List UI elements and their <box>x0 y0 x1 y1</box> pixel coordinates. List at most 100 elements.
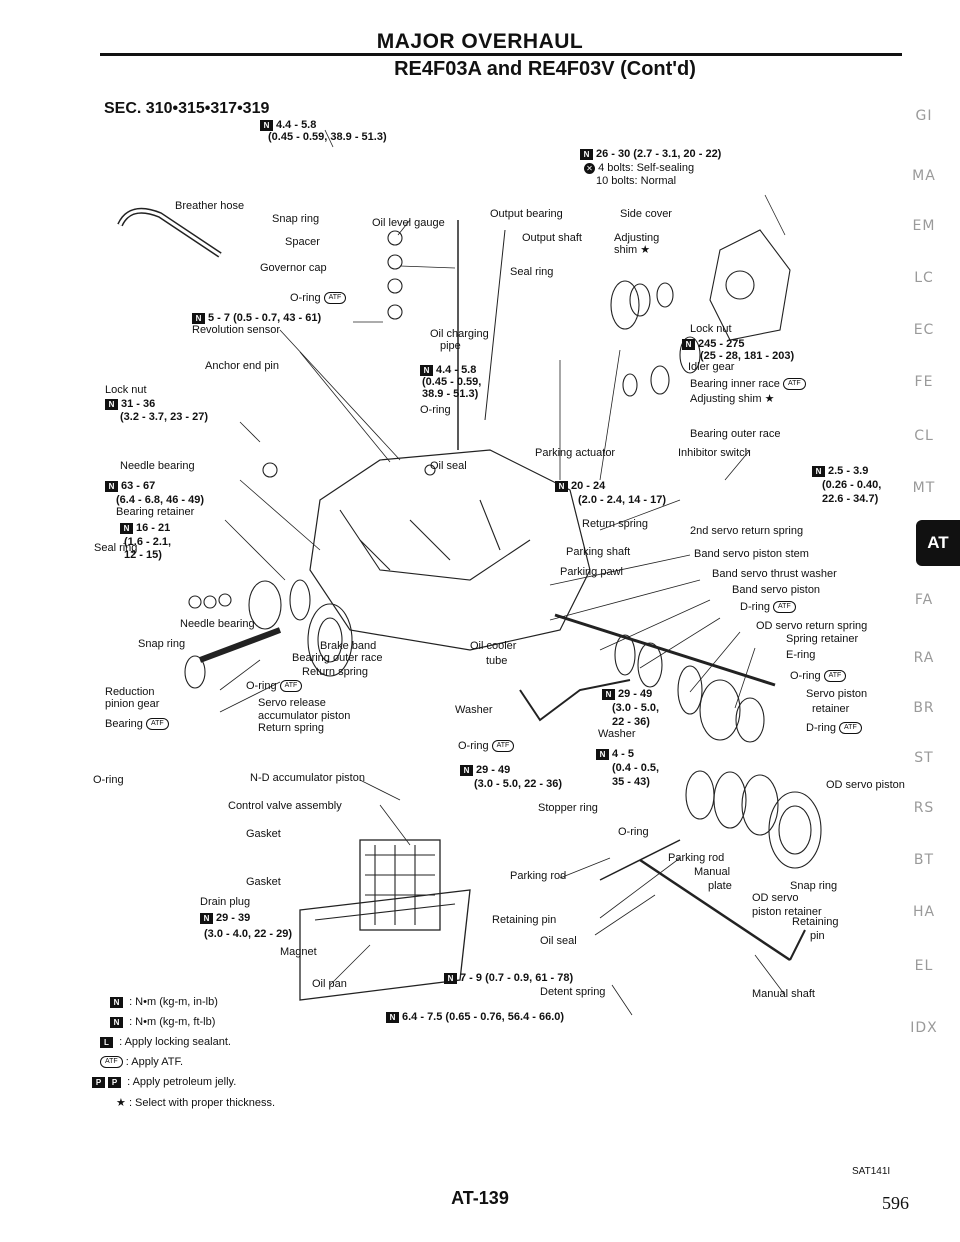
label-seal-ring-2: Seal ring <box>94 542 138 554</box>
torque-t4-detail: (3.2 - 3.7, 23 - 27) <box>120 411 209 423</box>
label-od-servo: OD servo <box>752 892 799 904</box>
label-output-shaft: Output shaft <box>522 232 582 244</box>
label-oil-seal: Oil seal <box>430 460 467 472</box>
torque-inlb-icon: N <box>110 996 123 1008</box>
tab-em[interactable]: EM <box>912 218 936 234</box>
label-od-servo-piston: OD servo piston <box>826 779 905 791</box>
label-od-servo-return-spring: OD servo return spring <box>756 620 868 632</box>
bolts-self-sealing: ✕ 4 bolts: Self-sealing <box>584 162 694 174</box>
page-number: 596 <box>882 1193 909 1213</box>
label-nd-accumulator-piston: N-D accumulator piston <box>250 772 365 784</box>
petroleum-jelly-icon: P <box>92 1076 105 1088</box>
locking-sealant-icon: L <box>100 1036 113 1048</box>
atf-icon: ATF <box>100 1056 123 1069</box>
label-oil-pan: Oil pan <box>312 978 347 990</box>
label-e-ring: E-ring <box>786 649 816 661</box>
torque-ftlb-icon: N <box>110 1016 123 1028</box>
label-band-servo-piston-stem: Band servo piston stem <box>694 548 809 560</box>
tab-rs[interactable]: RS <box>913 800 935 816</box>
tab-ma[interactable]: MA <box>912 168 936 184</box>
legend-locking-sealant: L : Apply locking sealant. <box>100 1036 231 1048</box>
label-retaining: Retaining <box>792 916 839 928</box>
tab-br[interactable]: BR <box>913 700 935 716</box>
label-snap-ring: Snap ring <box>272 213 320 225</box>
label-lock-nut: Lock nut <box>105 384 147 396</box>
label-magnet: Magnet <box>280 946 317 958</box>
tab-lc[interactable]: LC <box>914 270 934 286</box>
torque-ftlb-icon: N <box>460 764 473 776</box>
tab-ec[interactable]: EC <box>913 322 935 338</box>
label-reduction: Reduction <box>105 686 155 698</box>
label-oil-charging: Oil charging <box>430 328 489 340</box>
label-return-spring: Return spring <box>582 518 649 530</box>
label-output-bearing: Output bearing <box>490 208 563 220</box>
label-parking-pawl: Parking pawl <box>560 566 623 578</box>
label-retainer: retainer <box>812 703 850 715</box>
torque-ftlb-icon: N <box>580 148 593 160</box>
atf-icon: ATF <box>323 292 347 305</box>
label-retaining-pin: Retaining pin <box>492 914 557 926</box>
tab-fa[interactable]: FA <box>914 592 934 608</box>
torque-t1-detail: (0.45 - 0.59, 38.9 - 51.3) <box>268 131 387 143</box>
label-accumulator-piston: accumulator piston <box>258 710 351 722</box>
torque-t12-c: 35 - 43) <box>612 776 650 788</box>
label-bearing-outer-race: Bearing outer race <box>690 428 781 440</box>
page-title: MAJOR OVERHAUL <box>376 30 584 53</box>
label-revolution-sensor: Revolution sensor <box>192 324 281 336</box>
tab-st[interactable]: ST <box>914 750 934 766</box>
label-o-ring-7: O-ring <box>618 826 649 838</box>
header-rule <box>100 53 902 56</box>
tab-ha[interactable]: HA <box>912 904 936 920</box>
label-bearing-retainer: Bearing retainer <box>116 506 195 518</box>
label-seal-ring: Seal ring <box>510 266 554 278</box>
legend-inlb: N : N•m (kg-m, in-lb) <box>110 996 218 1008</box>
label-parking-rod: Parking rod <box>510 870 567 882</box>
tab-el[interactable]: EL <box>914 958 934 974</box>
label-adjusting-shim: Adjusting shim ★ <box>690 393 775 405</box>
label-anchor-end-pin: Anchor end pin <box>205 360 279 372</box>
label-servo-release: Servo release <box>258 697 326 709</box>
atf-icon: ATF <box>145 718 169 731</box>
tab-ra[interactable]: RA <box>913 650 935 666</box>
label-snap-ring-3: Snap ring <box>790 880 838 892</box>
torque-t11-c: 22 - 36) <box>612 716 650 728</box>
label-stopper-ring: Stopper ring <box>538 802 598 814</box>
atf-icon: ATF <box>773 601 796 614</box>
tab-cl[interactable]: CL <box>914 428 934 444</box>
torque-inlb-icon: N <box>812 465 825 477</box>
tab-mt[interactable]: MT <box>912 480 936 496</box>
torque-t6-b: (0.45 - 0.59, <box>422 376 482 388</box>
label-return-spring-2: Return spring <box>302 666 369 678</box>
label-parking-shaft: Parking shaft <box>566 546 631 558</box>
tab-idx[interactable]: IDX <box>910 1020 938 1036</box>
label-snap-ring-2: Snap ring <box>138 638 186 650</box>
atf-icon: ATF <box>823 670 847 683</box>
torque-t14-detail: (3.0 - 4.0, 22 - 29) <box>204 928 293 940</box>
torque-t5-detail: (25 - 28, 181 - 203) <box>700 350 795 362</box>
torque-ftlb-icon: N <box>120 522 133 534</box>
tab-fe[interactable]: FE <box>914 374 934 390</box>
tab-bt[interactable]: BT <box>913 852 935 868</box>
torque-t9-c: 22.6 - 34.7) <box>822 493 879 505</box>
tab-at[interactable]: AT <box>916 520 960 566</box>
label-washer-2: Washer <box>598 728 636 740</box>
label-bearing: Bearing ATF <box>105 718 169 731</box>
label-detent-spring: Detent spring <box>540 986 606 998</box>
torque-inlb-icon: N <box>596 748 609 760</box>
label-side-cover: Side cover <box>620 208 672 220</box>
label-inhibitor-switch: Inhibitor switch <box>678 447 751 459</box>
label-o-ring-3: O-ring ATF <box>246 680 303 693</box>
torque-t8-c: 12 - 15) <box>124 549 162 561</box>
label-manual-plate: Manual <box>694 866 731 878</box>
label-parking-rod-2: Parking rod <box>668 852 725 864</box>
label-adjusting: Adjusting <box>614 232 660 244</box>
tab-gi[interactable]: GI <box>915 108 933 124</box>
torque-ftlb-icon: N <box>555 480 568 492</box>
label-oring-1: O-ring ATF <box>290 292 347 305</box>
